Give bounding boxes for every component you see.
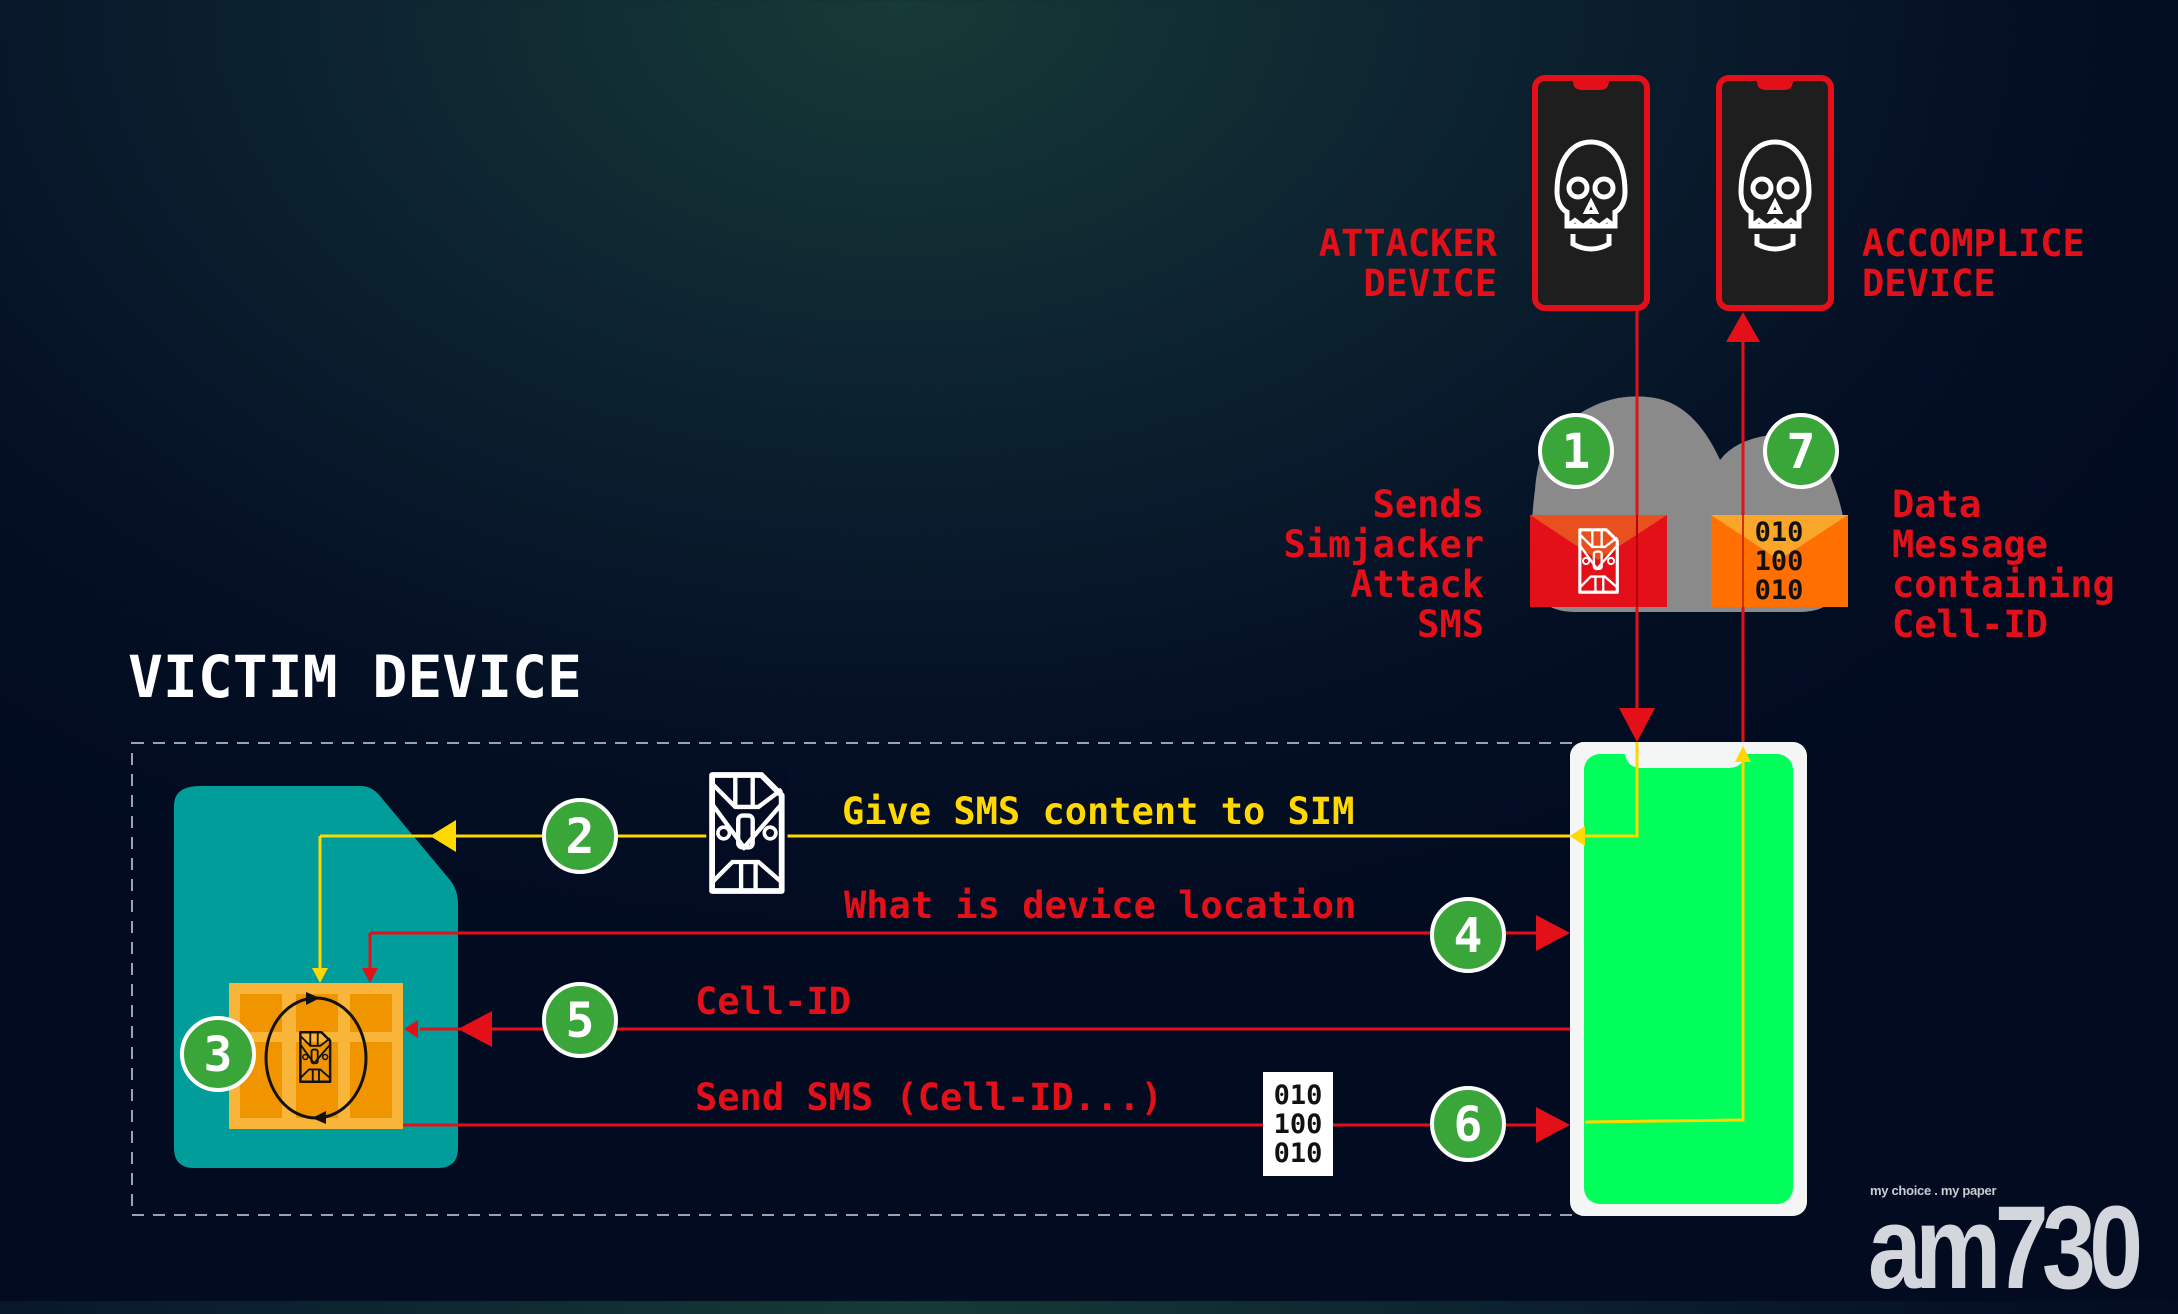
binary-line: 010 (1755, 575, 1804, 606)
cloud-left-caption: Attack (1350, 563, 1484, 606)
attack-sms-envelope (1530, 515, 1667, 607)
svg-text:4: 4 (1454, 908, 1483, 964)
location-label: What is device location (844, 884, 1356, 927)
cloud-right-caption: containing (1892, 563, 2115, 606)
data-message-envelope: 010 100 010 (1711, 515, 1848, 607)
cloud-right-caption: Cell-ID (1892, 603, 2048, 646)
simjacker-sim-icon (706, 769, 788, 897)
victim-phone (1570, 742, 1807, 1216)
binary-line: 100 (1274, 1109, 1323, 1140)
accomplice-label: DEVICE (1862, 262, 1996, 305)
sim-chip (229, 983, 403, 1129)
victim-device-title: VICTIM DEVICE (128, 643, 582, 711)
binary-line: 010 (1755, 517, 1804, 548)
arrow-right-icon (1536, 1107, 1570, 1143)
cloud-left-caption: Simjacker (1284, 523, 1484, 566)
attacker-label: ATTACKER (1319, 222, 1498, 265)
cloud-right-caption: Data (1892, 483, 1981, 526)
step-badge-7: 7 (1763, 413, 1839, 489)
arrow-left-icon (458, 1011, 492, 1047)
attacker-label: DEVICE (1363, 262, 1497, 305)
svg-text:2: 2 (566, 809, 595, 865)
arrow-down-icon (1619, 708, 1655, 742)
binary-line: 100 (1755, 546, 1804, 577)
arrow-right-icon (1536, 915, 1570, 951)
give-sms-label: Give SMS content to SIM (842, 790, 1354, 833)
step-badge-4: 4 (1430, 897, 1506, 973)
step-badge-6: 6 (1430, 1086, 1506, 1162)
step-badge-3: 3 (180, 1016, 256, 1092)
outbound-sms-path (1584, 760, 1745, 1124)
step-badge-5: 5 (542, 982, 618, 1058)
cloud-right-caption: Message (1892, 523, 2048, 566)
logo-tagline: my choice . my paper (1870, 1183, 1997, 1198)
am730-logo: my choice . my paper am730 (1868, 1175, 2148, 1307)
arrow-left-icon (430, 820, 456, 852)
svg-text:6: 6 (1454, 1097, 1483, 1153)
step-badge-1: 1 (1538, 413, 1614, 489)
cloud-left-caption: Sends (1373, 483, 1484, 526)
svg-text:7: 7 (1787, 424, 1816, 480)
cell-id-label: Cell-ID (695, 980, 851, 1023)
svg-text:1: 1 (1562, 424, 1591, 480)
accomplice-phone (1716, 75, 1834, 311)
cloud-left-caption: SMS (1417, 603, 1484, 646)
step-badge-2: 2 (542, 798, 618, 874)
svg-text:3: 3 (204, 1027, 233, 1083)
logo-brand: am730 (1868, 1182, 2143, 1314)
binary-line: 010 (1274, 1080, 1323, 1111)
arrow-up-icon (1726, 312, 1760, 342)
send-sms-label: Send SMS (Cell-ID...) (695, 1076, 1163, 1119)
binary-data-box: 010 100 010 (1263, 1072, 1333, 1176)
sms-content-path (1585, 742, 1639, 838)
svg-text:5: 5 (566, 993, 595, 1049)
binary-line: 010 (1274, 1138, 1323, 1169)
attacker-phone (1532, 75, 1650, 311)
accomplice-label: ACCOMPLICE (1862, 222, 2085, 265)
